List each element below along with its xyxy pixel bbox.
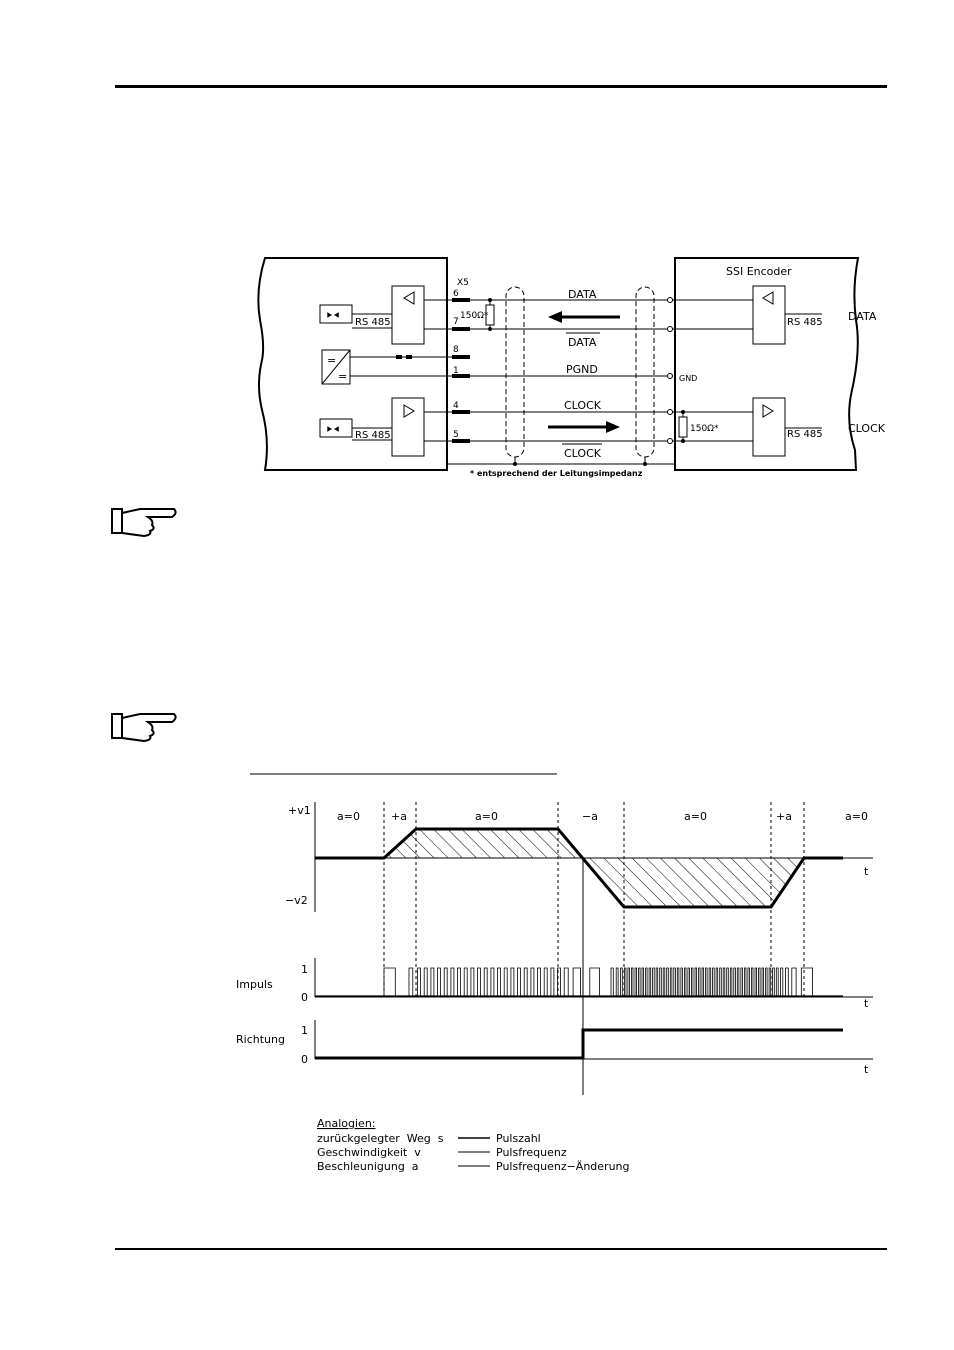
cable-shield-right: [635, 286, 655, 458]
time-label-3: t: [864, 1063, 869, 1076]
segment-label-6: +a: [776, 810, 792, 823]
impuls-label: Impuls: [236, 978, 273, 991]
impuls-pulse-train: [315, 967, 843, 997]
analogy-left-3: Beschleunigung a: [317, 1160, 419, 1173]
encoder-title: SSI Encoder: [726, 265, 792, 278]
header-rule: [115, 85, 887, 88]
time-label-1: t: [864, 865, 869, 878]
encoder-rs485-label-2: RS 485: [787, 429, 823, 440]
clock-direction-arrow: [548, 421, 620, 433]
signal-data-inverted: DATA: [568, 336, 597, 349]
cable-shield-left: [505, 286, 525, 458]
resistor-label-drive: 150Ω*: [460, 311, 489, 321]
segment-label-3: a=0: [475, 810, 498, 823]
segment-label-1: a=0: [337, 810, 360, 823]
footnote: * entsprechend der Leitungsimpedanz: [470, 469, 643, 478]
footer-rule: [115, 1248, 887, 1250]
analogies-heading: Analogien:: [317, 1117, 376, 1130]
side-label-clock: CLOCK: [848, 422, 886, 435]
termination-resistor-encoder: [678, 416, 688, 438]
encoder-outline: [674, 257, 860, 471]
segment-label-2: +a: [391, 810, 407, 823]
impuls-pulses: [383, 967, 813, 996]
analogy-right-2: Pulsfrequenz: [496, 1146, 567, 1159]
richtung-label: Richtung: [236, 1033, 285, 1046]
signal-pgnd: PGND: [566, 363, 598, 376]
encoder-rs485-label-1: RS 485: [787, 317, 823, 328]
rs485-label-1: RS 485: [355, 317, 391, 328]
svg-text:⯈⯇: ⯈⯇: [325, 311, 341, 322]
velocity-profile: [315, 827, 843, 909]
richtung-low: 0: [301, 1053, 308, 1066]
encoder-driver-box: [752, 285, 786, 345]
svg-text:=: =: [338, 370, 347, 383]
encoder-receiver-box: [752, 397, 786, 457]
richtung-high: 1: [301, 1024, 308, 1037]
analogy-right-3: Pulsfrequenz−Änderung: [496, 1160, 630, 1173]
impuls-high: 1: [301, 963, 308, 976]
pin-7: 7: [453, 317, 459, 327]
y-plus-label: +v1: [288, 804, 311, 817]
hand-pointer-icon: [111, 508, 177, 538]
segment-label-5: a=0: [684, 810, 707, 823]
timing-diagram: [314, 802, 873, 1095]
pin-6: 6: [453, 289, 459, 299]
dcdc-converter-icon: [321, 349, 351, 385]
time-label-2: t: [864, 997, 869, 1010]
impuls-low: 0: [301, 991, 308, 1004]
analogy-left-1: zurückgelegter Weg s: [317, 1132, 444, 1145]
drive-receiver-box: [391, 285, 425, 345]
signal-data: DATA: [568, 288, 597, 301]
data-direction-arrow: [548, 311, 620, 323]
analogy-right-1: Pulszahl: [496, 1132, 541, 1145]
signal-clock-inverted: CLOCK: [564, 447, 602, 460]
pin-4: 4: [453, 401, 459, 411]
drive-driver-box: [391, 397, 425, 457]
y-minus-label: −v2: [285, 894, 308, 907]
pin-8: 8: [453, 345, 459, 355]
segment-label-7: a=0: [845, 810, 868, 823]
pin-5: 5: [453, 430, 459, 440]
hand-pointer-icon-2: [111, 713, 177, 743]
signal-clock: CLOCK: [564, 399, 602, 412]
resistor-label-encoder: 150Ω*: [690, 424, 719, 434]
svg-text:=: =: [327, 354, 336, 367]
segment-label-4: −a: [582, 810, 598, 823]
richtung-signal: [315, 1028, 843, 1060]
svg-text:⯈⯇: ⯈⯇: [325, 425, 341, 436]
connector-label: X5: [457, 278, 469, 288]
drive-outline: [257, 257, 448, 471]
pin-1: 1: [453, 366, 459, 376]
termination-resistor-drive: [485, 304, 495, 326]
rs485-label-2: RS 485: [355, 430, 391, 441]
side-label-data: DATA: [848, 310, 877, 323]
analogy-left-2: Geschwindigkeit v: [317, 1146, 421, 1159]
gnd-label: GND: [679, 374, 697, 383]
